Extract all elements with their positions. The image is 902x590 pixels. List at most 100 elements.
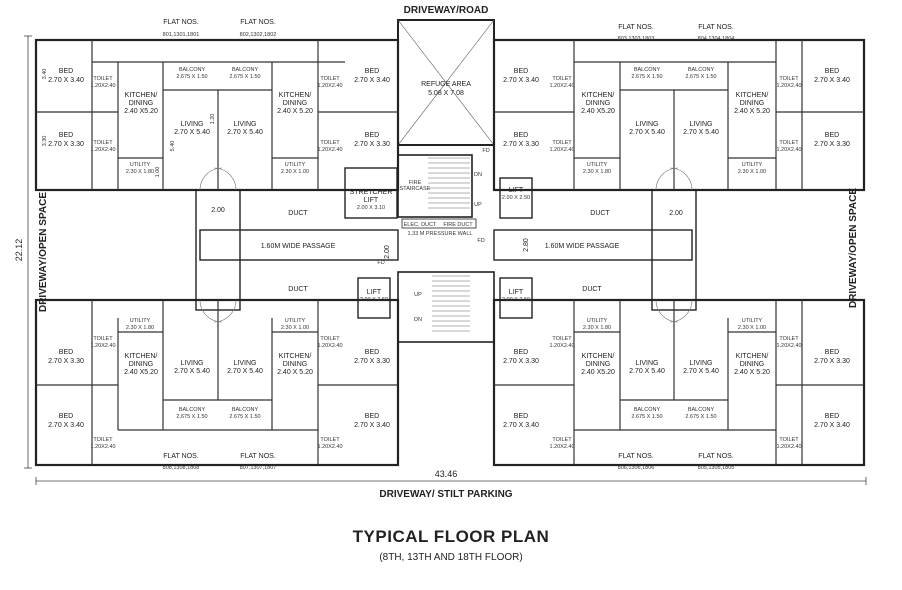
- stretcher-lift-label: STRETCHER: [350, 189, 393, 196]
- toilet-size: 1.20X2.40: [776, 83, 801, 89]
- toilet-label: TOILET: [552, 336, 572, 342]
- balcony-label: BALCONY: [688, 67, 715, 73]
- bedroom-label: BED: [514, 132, 528, 139]
- fire-staircase-label: STAIRCASE: [400, 186, 431, 192]
- kitchen-label: DINING: [740, 361, 765, 368]
- utility-label: UTILITY: [285, 162, 306, 168]
- toilet-size: 1.20X2.40: [317, 444, 342, 450]
- toilet-label: TOILET: [779, 76, 799, 82]
- bedroom-size: 2.70 X 3.40: [48, 77, 84, 84]
- utility-size: 2.30 X 1.80: [126, 169, 154, 175]
- kitchen-size: 2.40 X5.20: [124, 108, 158, 115]
- lift-label: LIFT: [509, 187, 524, 194]
- balcony-label: BALCONY: [232, 67, 259, 73]
- flat-numbers: 808,1308,1808: [163, 465, 200, 471]
- living-label: LIVING: [690, 360, 713, 367]
- flat-numbers: 802,1302,1802: [240, 32, 277, 38]
- fire-staircase-label: FIRE: [409, 180, 422, 186]
- utility-label: UTILITY: [130, 318, 151, 324]
- balcony-label: BALCONY: [179, 407, 206, 413]
- passage-width: 2.00: [211, 207, 225, 214]
- dimension-lines: [24, 35, 867, 485]
- partitions-bottom-left: [36, 300, 398, 465]
- overall-depth-dimension: 22.12: [14, 239, 24, 262]
- utility-label: UTILITY: [285, 318, 306, 324]
- utility-size: 2.30 X 1.00: [281, 325, 309, 331]
- flat-numbers: 806,1306,1806: [618, 465, 655, 471]
- lift-label: LIFT: [367, 289, 382, 296]
- room-dimension: 1.20: [210, 114, 216, 125]
- refuge-area-size: 5.08 X 7.08: [428, 90, 464, 97]
- door-swings: [199, 167, 693, 323]
- flat-heading: FLAT NOS.: [618, 453, 654, 460]
- toilet-label: TOILET: [552, 76, 572, 82]
- bedroom-size: 2.70 X 3.30: [503, 358, 539, 365]
- toilet-size: 1.20X2.40: [776, 147, 801, 153]
- balcony-size: 2.675 X 1.50: [631, 74, 662, 80]
- refuge-area-label: REFUGE AREA: [421, 81, 471, 88]
- toilet-size: 1.20X2.40: [90, 83, 115, 89]
- living-label: LIVING: [636, 121, 659, 128]
- kitchen-label: KITCHEN/: [582, 353, 615, 360]
- toilet-size: 1.20X2.40: [317, 147, 342, 153]
- bedroom-label: BED: [365, 132, 379, 139]
- bedroom-size: 2.70 X 3.30: [48, 141, 84, 148]
- kitchen-size: 2.40 X5.20: [581, 108, 615, 115]
- living-label: LIVING: [690, 121, 713, 128]
- partitions-top-right: [494, 40, 864, 190]
- stair-direction-label: UP: [414, 292, 422, 298]
- toilet-label: TOILET: [93, 76, 113, 82]
- stair-direction-label: DN: [414, 317, 422, 323]
- room-labels-bottom-right: BED 2.70 X 3.30 BED 2.70 X 3.40 KITCHEN/…: [503, 318, 850, 450]
- utility-size: 2.30 X 1.80: [126, 325, 154, 331]
- overall-width-dimension: 43.46: [435, 469, 458, 479]
- elec-duct-label: ELEC. DUCT: [404, 222, 437, 228]
- flat-numbers: 805,1305,1805: [698, 465, 735, 471]
- toilet-size: 1.20X2.40: [90, 343, 115, 349]
- bedroom-label: BED: [514, 413, 528, 420]
- bedroom-label: BED: [825, 68, 839, 75]
- bedroom-label: BED: [825, 132, 839, 139]
- bedroom-size: 2.70 X 3.30: [354, 141, 390, 148]
- core-labels: REFUGE AREA 5.08 X 7.08 DUCT DUCT DUCT D…: [211, 81, 683, 323]
- bedroom-label: BED: [365, 349, 379, 356]
- utility-size: 2.30 X 1.00: [738, 169, 766, 175]
- passage-width: 2.80: [523, 238, 530, 252]
- stretcher-lift-size: 2.00 X 3.10: [357, 205, 385, 211]
- flat-heading: FLAT NOS.: [698, 453, 734, 460]
- flat-heading: FLAT NOS.: [163, 19, 199, 26]
- kitchen-size: 2.40 X 5.20: [734, 369, 770, 376]
- living-label: LIVING: [234, 121, 257, 128]
- duct-label: DUCT: [590, 210, 610, 217]
- fire-door-label: FD: [482, 148, 489, 154]
- lift-label: LIFT: [509, 289, 524, 296]
- flat-heading: FLAT NOS.: [618, 24, 654, 31]
- living-label: LIVING: [636, 360, 659, 367]
- balcony-size: 2.675 X 1.50: [176, 414, 207, 420]
- toilet-label: TOILET: [93, 336, 113, 342]
- kitchen-label: KITCHEN/: [125, 92, 158, 99]
- utility-label: UTILITY: [742, 162, 763, 168]
- toilet-label: TOILET: [320, 437, 340, 443]
- duct-label: DUCT: [288, 210, 308, 217]
- balcony-size: 2.675 X 1.50: [176, 74, 207, 80]
- partitions-bottom-right: [494, 300, 864, 465]
- kitchen-label: KITCHEN/: [125, 353, 158, 360]
- balcony-label: BALCONY: [232, 407, 259, 413]
- bedroom-label: BED: [514, 68, 528, 75]
- utility-label: UTILITY: [742, 318, 763, 324]
- fire-door-label: FD: [477, 238, 484, 244]
- utility-label: UTILITY: [587, 162, 608, 168]
- utility-label: UTILITY: [587, 318, 608, 324]
- living-label: LIVING: [181, 121, 204, 128]
- toilet-size: 1.20X2.40: [317, 83, 342, 89]
- kitchen-size: 2.40 X 5.20: [734, 108, 770, 115]
- lift-size: 2.00 X 2.50: [502, 297, 530, 303]
- bedroom-label: BED: [59, 132, 73, 139]
- bedroom-size: 2.70 X 3.30: [48, 358, 84, 365]
- balcony-label: BALCONY: [634, 67, 661, 73]
- toilet-size: 1.20X2.40: [549, 147, 574, 153]
- balcony-size: 2.675 X 1.50: [685, 414, 716, 420]
- balcony-size: 2.675 X 1.50: [229, 414, 260, 420]
